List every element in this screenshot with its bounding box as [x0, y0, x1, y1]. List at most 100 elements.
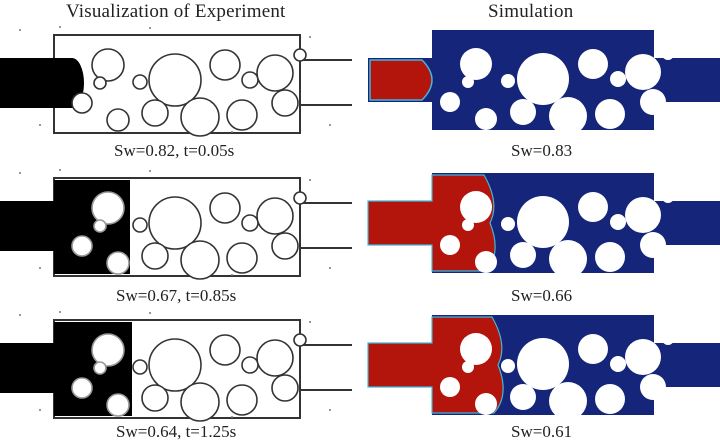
grain-9: [549, 382, 587, 420]
experiment-panel-1: [0, 26, 352, 137]
grain-4: [610, 71, 626, 87]
grain-12: [71, 92, 93, 114]
grain-8: [226, 384, 258, 416]
grain-8: [226, 99, 258, 131]
grain-3: [578, 192, 608, 222]
outlet-channel: [300, 202, 352, 249]
grain-7: [271, 232, 299, 260]
injected-phase: [369, 59, 433, 101]
speck-2: [149, 170, 151, 172]
grain-12: [440, 92, 460, 112]
speck-4: [309, 179, 311, 181]
grain-13: [93, 76, 107, 90]
grain-7: [271, 89, 299, 117]
simulation-panel-1: [368, 30, 720, 135]
speck-4: [309, 321, 311, 323]
grain-10: [141, 99, 169, 127]
simulation-micromodel: [367, 315, 720, 420]
grain-4: [241, 356, 259, 374]
grain-13: [93, 361, 107, 375]
grain-0: [91, 191, 125, 225]
grain-0: [91, 48, 125, 82]
experiment-panel-2: [0, 169, 352, 280]
grain-4: [610, 356, 626, 372]
simulation-caption-1: Sw=0.83: [511, 141, 573, 160]
grain-7: [640, 374, 666, 400]
grain-1: [132, 217, 148, 233]
simulation-panel-2: [367, 173, 720, 278]
grain-6: [662, 48, 674, 60]
grain-11: [106, 108, 130, 132]
grain-11: [475, 393, 497, 415]
simulation-panel-3: [367, 315, 720, 420]
experiment-micromodel: [0, 26, 352, 137]
grain-10: [141, 384, 169, 412]
speck-3: [231, 131, 233, 133]
grain-5: [256, 339, 294, 377]
grain-6: [662, 333, 674, 345]
grain-1: [132, 359, 148, 375]
grain-11: [475, 251, 497, 273]
grain-3: [209, 192, 241, 224]
experiment-caption-2: Sw=0.67, t=0.85s: [116, 286, 237, 305]
experiment-caption-1: Sw=0.82, t=0.05s: [114, 141, 235, 160]
grain-4: [241, 214, 259, 232]
speck-2: [149, 312, 151, 314]
grain-8: [226, 242, 258, 274]
grain-3: [578, 334, 608, 364]
experiment-panel-3: [0, 311, 352, 422]
grain-8: [595, 242, 625, 272]
grain-9: [180, 97, 220, 137]
grain-1: [501, 359, 515, 373]
speck-0: [39, 409, 41, 411]
experiment-header: Visualization of Experiment: [66, 1, 286, 22]
grain-8: [595, 99, 625, 129]
grain-0: [460, 333, 492, 365]
grain-3: [209, 334, 241, 366]
grain-2: [148, 196, 202, 250]
grain-7: [640, 232, 666, 258]
simulation-caption-3: Sw=0.61: [511, 422, 573, 441]
grain-6: [293, 48, 307, 62]
simulation-header: Simulation: [488, 1, 574, 22]
grain-4: [241, 71, 259, 89]
grain-5: [256, 197, 294, 235]
speck-5: [329, 267, 331, 269]
grain-9: [180, 240, 220, 280]
speck-6: [19, 29, 21, 31]
speck-5: [329, 124, 331, 126]
grain-6: [662, 191, 674, 203]
speck-6: [19, 314, 21, 316]
simulation-micromodel: [368, 30, 720, 135]
speck-0: [39, 267, 41, 269]
grain-8: [595, 384, 625, 414]
grain-1: [501, 217, 515, 231]
injected-phase: [367, 174, 496, 272]
grain-1: [501, 74, 515, 88]
grain-0: [91, 333, 125, 367]
grain-5: [625, 197, 661, 233]
grain-5: [625, 339, 661, 375]
grain-13: [93, 219, 107, 233]
grain-1: [132, 74, 148, 90]
grain-9: [180, 382, 220, 422]
grain-11: [106, 251, 130, 275]
speck-5: [329, 409, 331, 411]
grain-6: [293, 333, 307, 347]
speck-1: [59, 311, 61, 313]
grain-7: [640, 89, 666, 115]
grain-4: [610, 214, 626, 230]
grain-11: [475, 108, 497, 130]
speck-3: [231, 416, 233, 418]
grain-13: [462, 76, 474, 88]
speck-2: [149, 27, 151, 29]
grain-9: [549, 97, 587, 135]
grain-5: [625, 54, 661, 90]
grain-12: [71, 235, 93, 257]
grain-6: [293, 191, 307, 205]
grain-2: [517, 53, 569, 105]
grain-13: [462, 219, 474, 231]
experiment-caption-3: Sw=0.64, t=1.25s: [116, 422, 237, 441]
grain-2: [148, 53, 202, 107]
experiment-micromodel: [0, 311, 352, 422]
